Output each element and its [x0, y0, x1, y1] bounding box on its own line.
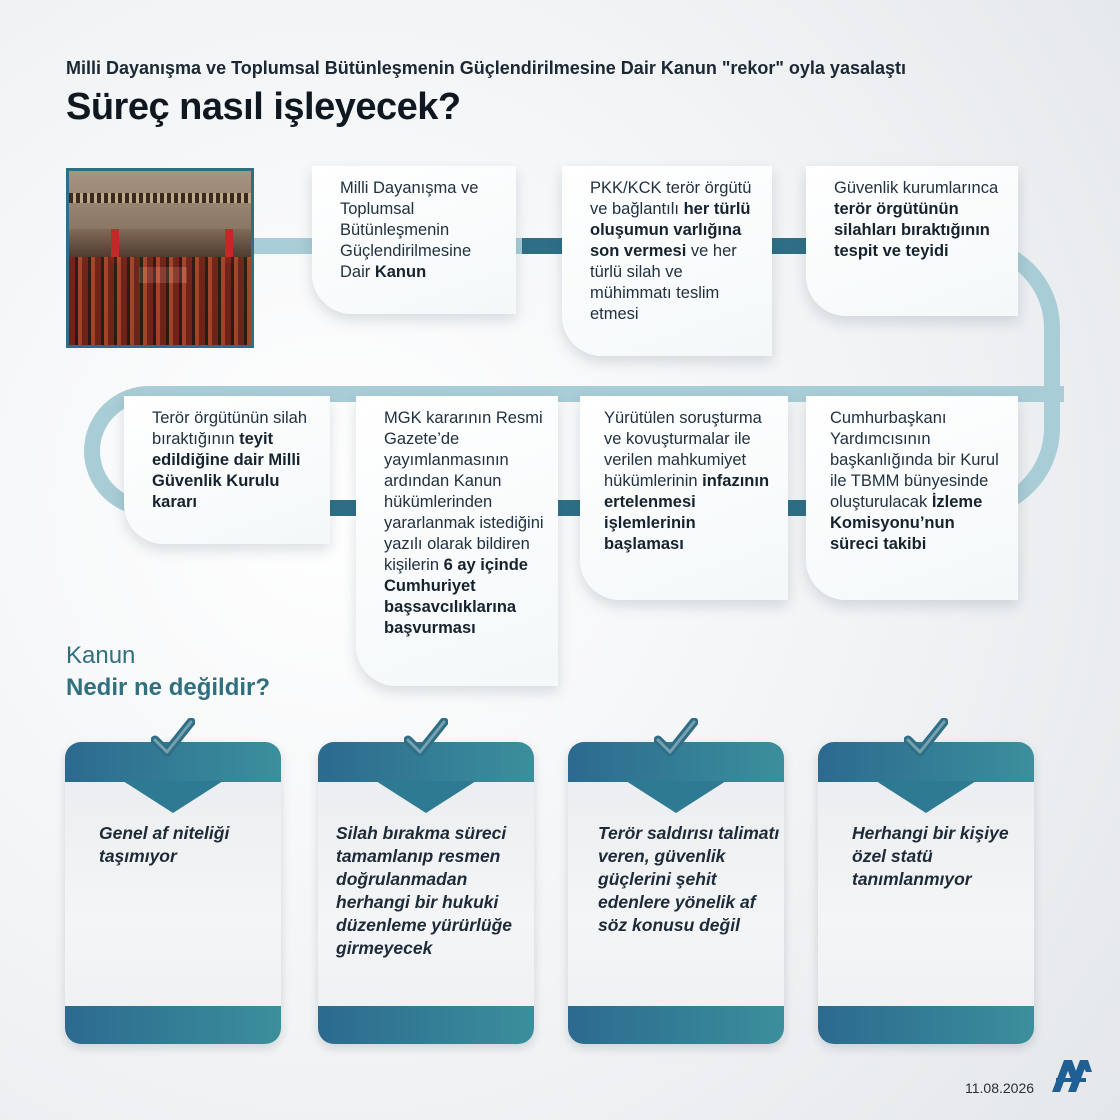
step-card-2: PKK/KCK terör örgütü ve bağlantılı her t… — [562, 166, 772, 356]
checkmark-icon — [654, 718, 698, 757]
checkmark-icon — [904, 718, 948, 757]
fact-text: Genel af niteliği taşımıyor — [99, 823, 230, 866]
step-text-run: Terör örgütünün silah bıraktığının — [152, 409, 308, 448]
aa-logo-icon — [1052, 1060, 1092, 1092]
parliament-photo — [66, 168, 254, 348]
step-text: Güvenlik kurumlarınca terör örgütünün si… — [834, 178, 1006, 262]
step-card-6: Yürütülen soruşturma ve kovuşturmalar il… — [580, 396, 788, 600]
fact-text: Herhangi bir kişiye özel statü tanımlanm… — [852, 823, 1009, 889]
step-text-bold: Kanun — [374, 263, 427, 281]
step-text-run: MGK kararının Resmi Gazete’de yayımlanma… — [384, 409, 544, 574]
publish-date: 11.08.2026 — [965, 1080, 1035, 1096]
step-text-run: Milli Dayanışma ve Toplumsal Bütünleşmen… — [340, 179, 479, 281]
checkmark-icon — [404, 718, 448, 757]
step-card-5: MGK kararının Resmi Gazete’de yayımlanma… — [356, 396, 558, 686]
page-title: Süreç nasıl işleyecek? — [66, 86, 461, 128]
fact-card-2: Silah bırakma süreci tamamlanıp resmen d… — [318, 718, 534, 1044]
step-text: Cumhurbaşkanı Yardımcısının başkanlığınd… — [830, 408, 1006, 555]
step-text-run: Güvenlik kurumlarınca — [834, 179, 999, 197]
section-heading: Nedir ne değildir? — [66, 674, 271, 701]
step-text-bold: teyit edildiğine dair Milli Güvenlik Kur… — [152, 430, 301, 511]
step-text: MGK kararının Resmi Gazete’de yayımlanma… — [384, 408, 546, 639]
connector-top-segment — [522, 238, 568, 254]
step-card-1: Milli Dayanışma ve Toplumsal Bütünleşmen… — [312, 166, 516, 314]
step-card-3: Güvenlik kurumlarınca terör örgütünün si… — [806, 166, 1018, 316]
fact-text: Terör saldırısı talimatı veren, güvenlik… — [598, 823, 780, 935]
step-text-bold: İzleme Komisyonu’nun süreci takibi — [830, 493, 983, 553]
step-card-7: Cumhurbaşkanı Yardımcısının başkanlığınd… — [806, 396, 1018, 600]
fact-card-1: Genel af niteliği taşımıyor — [65, 718, 281, 1044]
step-text: Milli Dayanışma ve Toplumsal Bütünleşmen… — [340, 178, 504, 283]
section-label: Kanun — [66, 642, 136, 669]
subtitle: Milli Dayanışma ve Toplumsal Bütünleşmen… — [66, 58, 906, 78]
step-text-bold: terör örgütünün silahları bıraktığının t… — [834, 200, 990, 260]
fact-card-3: Terör saldırısı talimatı veren, güvenlik… — [568, 718, 784, 1044]
step-text: Terör örgütünün silah bıraktığının teyit… — [152, 408, 318, 513]
step-text: Yürütülen soruşturma ve kovuşturmalar il… — [604, 408, 776, 555]
step-text: PKK/KCK terör örgütü ve bağlantılı her t… — [590, 178, 760, 325]
step-text-bold: her türlü oluşumun varlığına son vermesi — [590, 200, 751, 260]
step-text-bold: 6 ay içinde Cumhuriyet başsavcılıklarına… — [384, 556, 528, 637]
fact-card-4: Herhangi bir kişiye özel statü tanımlanm… — [818, 718, 1034, 1044]
step-text-run: Yürütülen soruşturma ve kovuşturmalar il… — [604, 409, 762, 490]
checkmark-icon — [151, 718, 195, 757]
step-text-run: PKK/KCK terör örgütü ve bağlantılı — [590, 179, 752, 218]
connector-bottom-segment — [786, 500, 812, 516]
step-text-bold: infazının ertelenmesi işlemlerinin başla… — [604, 472, 770, 553]
step-card-4: Terör örgütünün silah bıraktığının teyit… — [124, 396, 330, 544]
connector-top-segment — [772, 238, 812, 254]
connector-bottom-segment — [330, 500, 356, 516]
fact-text: Silah bırakma süreci tamamlanıp resmen d… — [336, 823, 513, 958]
step-text-run: ve her türlü silah ve mühimmatı teslim e… — [590, 242, 737, 323]
connector-bottom-segment — [558, 500, 582, 516]
step-text-run: Cumhurbaşkanı Yardımcısının başkanlığınd… — [830, 409, 999, 511]
